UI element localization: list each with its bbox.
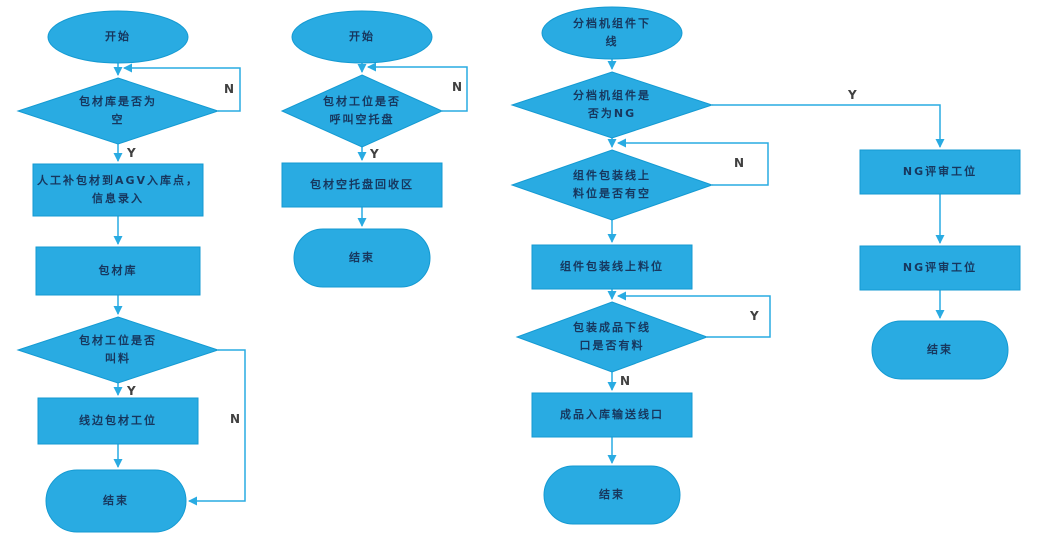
f4-ng-review-2-shape: [859, 245, 1021, 291]
f2-decision-empty-pallet-shape: [280, 74, 444, 148]
f3-start-shape: [541, 6, 683, 60]
f3-process-feed-slot-shape: [531, 244, 693, 290]
f3-decision-feed-slot-shape: [510, 149, 714, 221]
f1-process-line-side-station-shape: [37, 397, 199, 445]
f2-process-recycle-area-shape: [281, 162, 443, 208]
f4-ng-review-1-shape: [859, 149, 1021, 195]
f3-decision-ng-shape: [510, 71, 714, 139]
f4-end-shape: [871, 320, 1009, 380]
edge-f3-d2-n-loop: [617, 138, 769, 186]
edge-f2-d1-n-loop: [367, 62, 468, 112]
f2-start-shape: [291, 10, 433, 64]
edge-f3-d1-y-to-f4: [712, 104, 945, 148]
f1-process-warehouse-shape: [35, 246, 201, 296]
f1-process-manual-refill-shape: [32, 163, 204, 217]
f1-decision-station-call-shape: [16, 316, 220, 384]
f3-process-inbound-conveyor-shape: [531, 392, 693, 438]
edge-f1-d2-n-to-end: [188, 349, 246, 506]
f1-end-shape: [45, 469, 187, 533]
edge-f3-d3-y-loop: [617, 291, 771, 338]
f3-end-shape: [543, 465, 681, 525]
f2-end-shape: [293, 228, 431, 288]
f1-decision-warehouse-empty-shape: [16, 77, 220, 145]
edge-f1-d1-n-loop: [123, 63, 241, 112]
f3-decision-outlet-shape: [515, 301, 709, 373]
f1-start-shape: [47, 10, 189, 64]
